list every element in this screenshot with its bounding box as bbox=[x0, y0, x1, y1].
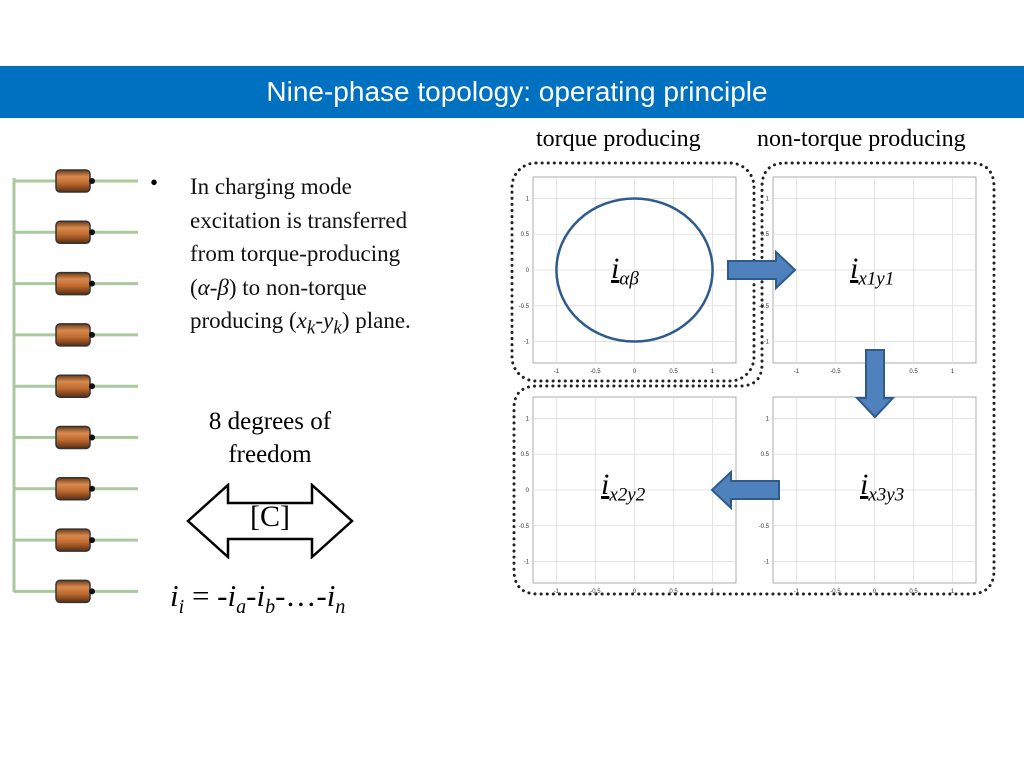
y-tick-label: 0.5 bbox=[521, 232, 530, 238]
bullet-line: excitation is transferred bbox=[190, 207, 408, 233]
y-tick-label: -1 bbox=[764, 340, 770, 346]
title-bar: Nine-phase topology: operating principle bbox=[0, 66, 1024, 118]
inductor-terminal bbox=[89, 178, 95, 184]
y-tick-label: 0.5 bbox=[761, 232, 770, 238]
y-tick-label: 0 bbox=[526, 268, 530, 274]
x-tick-label: -0.5 bbox=[830, 369, 841, 375]
y-tick-label: -1 bbox=[524, 340, 530, 346]
y-tick-label: -0.5 bbox=[519, 304, 530, 310]
inductor-terminal bbox=[89, 229, 95, 236]
label-i-x3y3: ix3y3 bbox=[860, 468, 905, 506]
x-tick-label: 1 bbox=[711, 589, 715, 595]
y-tick-label: -1 bbox=[524, 560, 530, 566]
inductor-terminal bbox=[89, 331, 95, 338]
inductor-coil-icon bbox=[55, 169, 91, 193]
x-tick-label: 0 bbox=[873, 369, 877, 375]
inductor-terminal bbox=[89, 485, 95, 492]
caption-torque: torque producing bbox=[536, 126, 701, 152]
x-tick-label: 0.5 bbox=[909, 369, 918, 375]
x-tick-label: 0 bbox=[633, 369, 637, 375]
inductor-terminal bbox=[89, 434, 95, 441]
x-tick-label: -1 bbox=[794, 369, 800, 375]
x-tick-label: 1 bbox=[951, 589, 955, 595]
inductor-coil-icon bbox=[55, 323, 91, 347]
bullet-line: producing (xk-yk) plane. bbox=[190, 308, 411, 339]
y-tick-label: 1 bbox=[766, 196, 770, 202]
y-tick-label: 0.5 bbox=[521, 452, 530, 458]
inductor-terminal bbox=[89, 588, 95, 595]
inductor-coil-icon bbox=[55, 374, 91, 398]
y-tick-label: 1 bbox=[766, 416, 770, 422]
y-tick-label: 1 bbox=[526, 416, 530, 422]
inductor-coil-icon bbox=[55, 425, 91, 450]
x-tick-label: -1 bbox=[554, 589, 560, 595]
inductor-terminal bbox=[89, 280, 95, 287]
inductor-array bbox=[12, 169, 138, 604]
bullet-line: In charging mode bbox=[190, 174, 352, 199]
bullet-text: In charging mode excitation is transferr… bbox=[190, 170, 480, 345]
inductor-coil-icon bbox=[55, 477, 91, 501]
y-tick-label: 0 bbox=[766, 488, 770, 494]
y-tick-label: 0 bbox=[526, 488, 530, 494]
y-tick-label: 0 bbox=[766, 268, 770, 274]
y-tick-label: -1 bbox=[764, 560, 770, 566]
x-tick-label: -1 bbox=[554, 369, 560, 375]
inductor-coil-icon bbox=[55, 528, 91, 552]
y-tick-label: -0.5 bbox=[759, 524, 770, 530]
y-tick-label: 0.5 bbox=[761, 452, 770, 458]
y-tick-label: -0.5 bbox=[759, 304, 770, 310]
y-tick-label: 1 bbox=[526, 196, 530, 202]
x-tick-label: 0.5 bbox=[909, 589, 918, 595]
x-tick-label: -0.5 bbox=[590, 589, 601, 595]
inductor-terminal bbox=[89, 383, 95, 390]
slide-title: Nine-phase topology: operating principle bbox=[266, 76, 768, 107]
bullet-symbol: • bbox=[150, 170, 159, 195]
current-equation: ii = -ia-ib-…-in bbox=[170, 578, 346, 619]
inductor-terminal bbox=[89, 537, 95, 544]
x-tick-label: -0.5 bbox=[830, 589, 841, 595]
x-tick-label: -0.5 bbox=[590, 369, 601, 375]
inductor-coil-icon bbox=[55, 579, 91, 604]
inductor-coil-icon bbox=[55, 220, 91, 245]
x-tick-label: 1 bbox=[711, 369, 715, 375]
label-i-x1y1: ix1y1 bbox=[850, 252, 895, 290]
x-tick-label: 0 bbox=[873, 589, 877, 595]
double-arrow-icon bbox=[186, 483, 354, 559]
matrix-label: [C] bbox=[250, 500, 290, 533]
x-tick-label: 1 bbox=[951, 369, 955, 375]
bullet-line: (α-β) to non-torque bbox=[190, 274, 367, 300]
x-tick-label: 0.5 bbox=[669, 589, 678, 595]
bullet-line: from torque-producing bbox=[190, 241, 401, 266]
x-tick-label: -1 bbox=[794, 589, 800, 595]
inductor-coil-icon bbox=[55, 271, 91, 296]
label-i-x2y2: ix2y2 bbox=[601, 468, 646, 506]
caption-non-torque: non-torque producing bbox=[757, 126, 966, 152]
x-tick-label: 0 bbox=[633, 589, 637, 595]
x-tick-label: 0.5 bbox=[669, 369, 678, 375]
label-i-alpha-beta: iαβ bbox=[611, 252, 639, 290]
y-tick-label: -0.5 bbox=[519, 524, 530, 530]
